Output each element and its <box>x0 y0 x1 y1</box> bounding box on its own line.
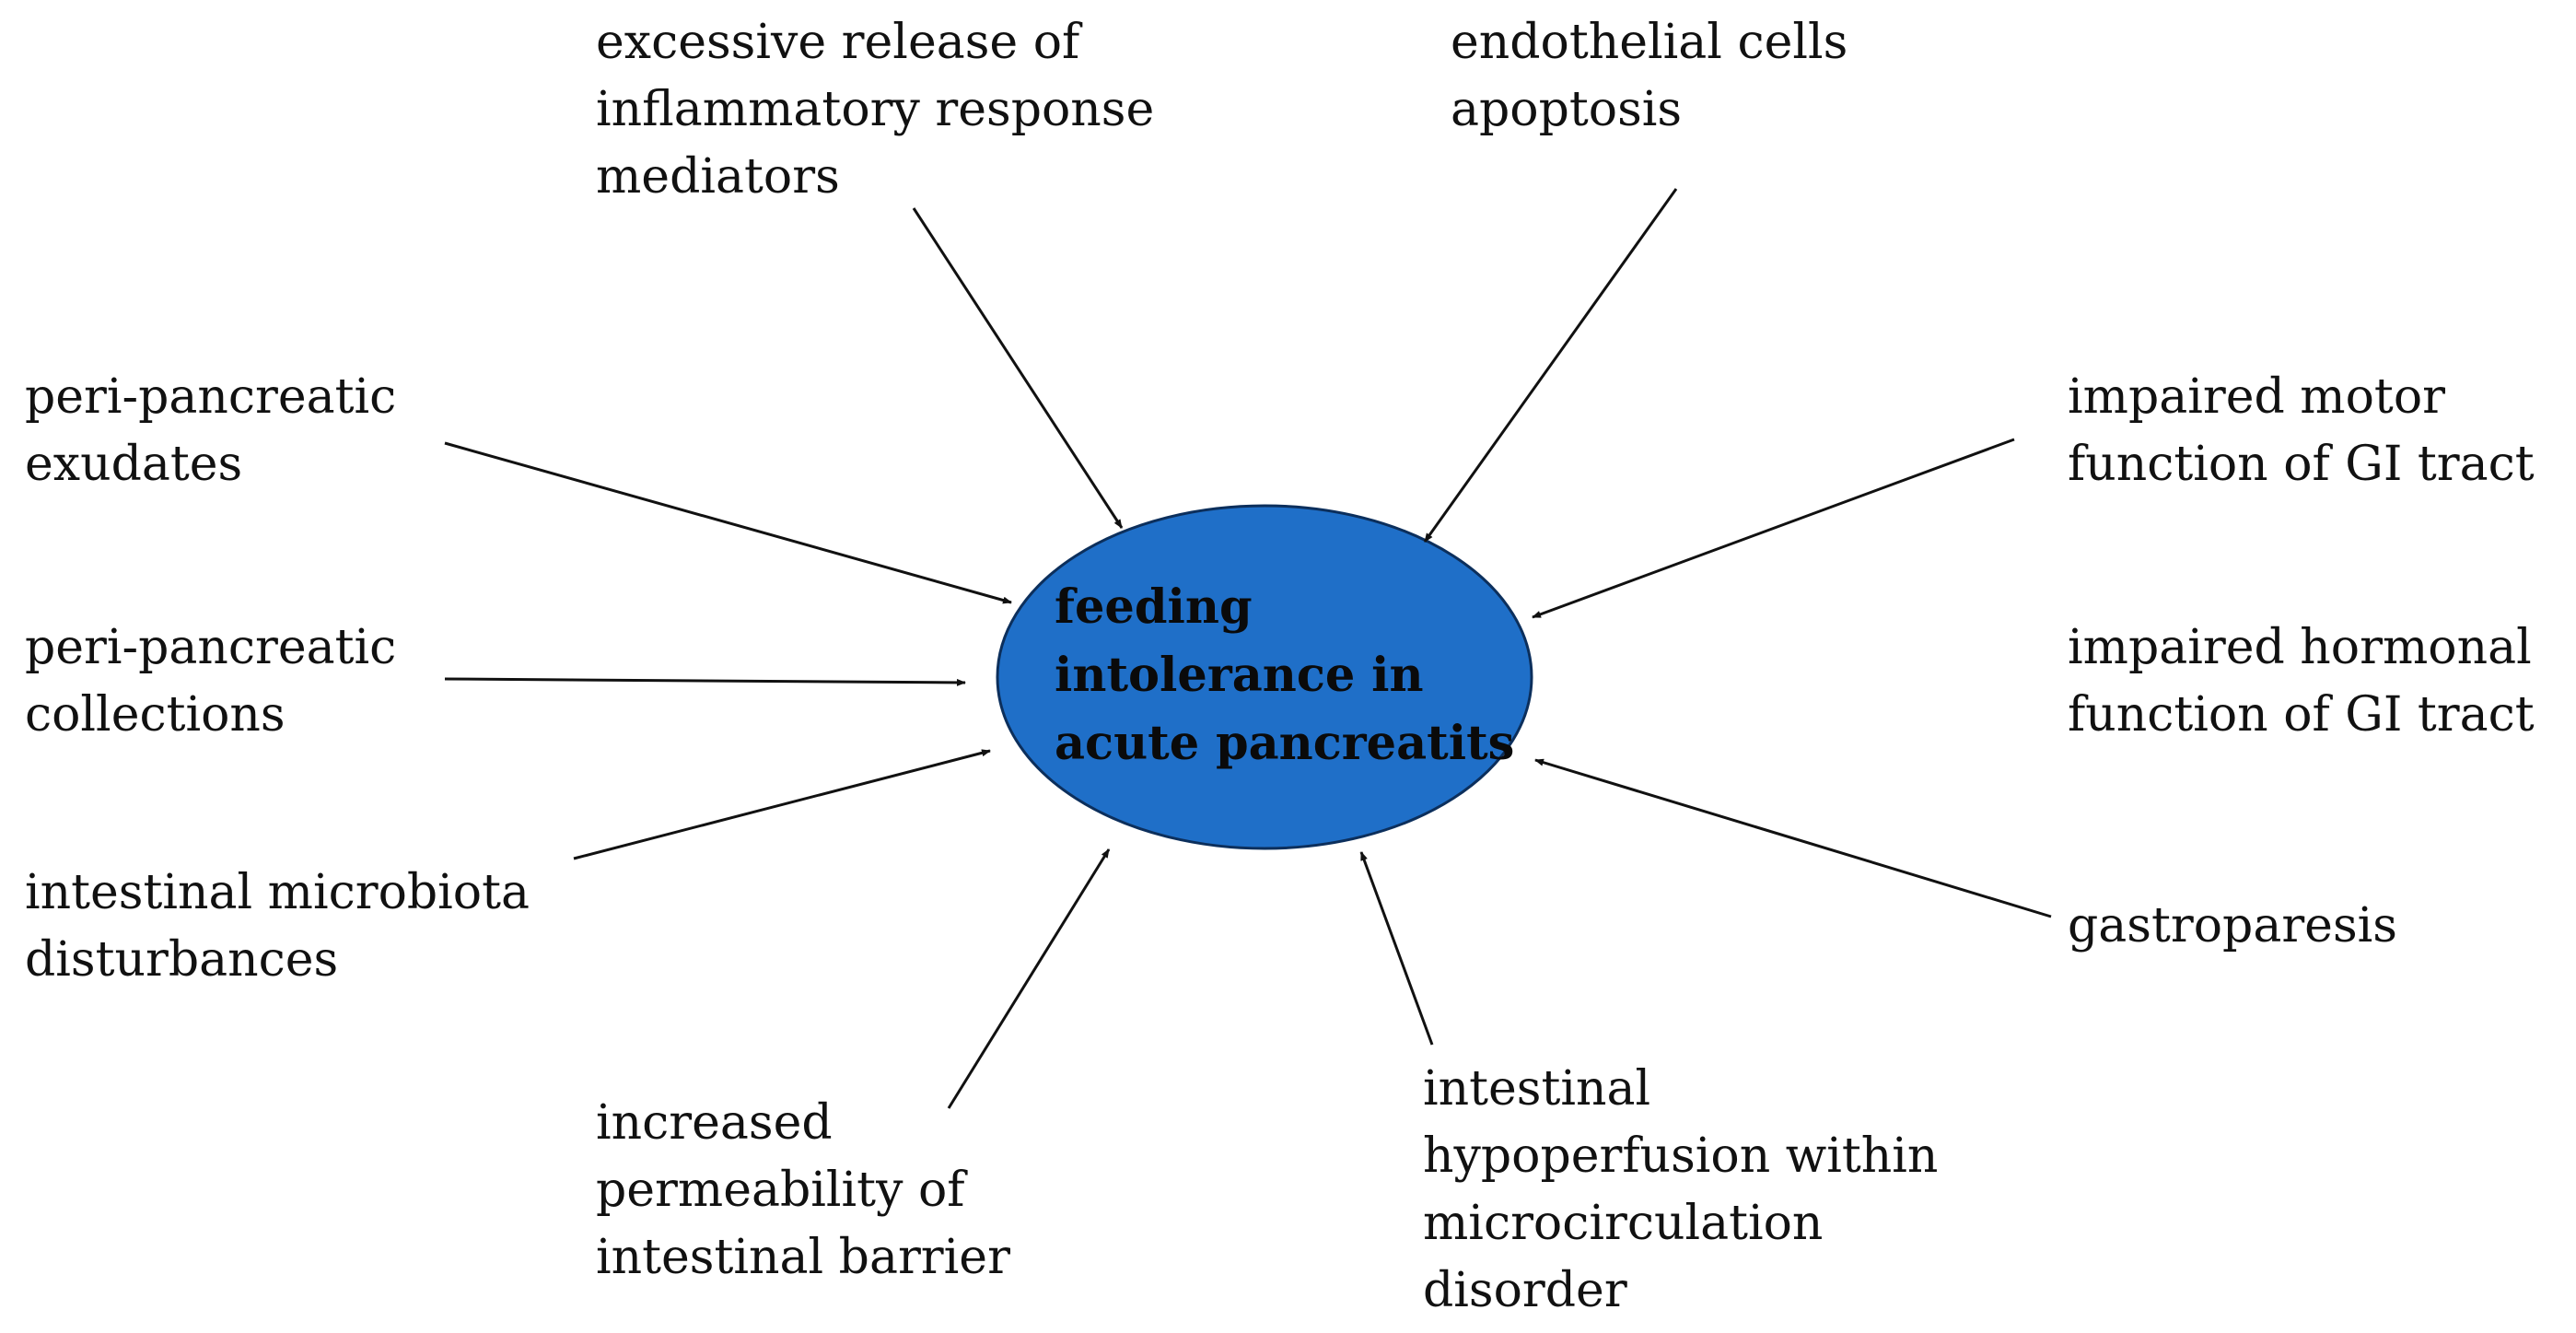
arrow-right-3 <box>1534 758 2052 918</box>
factor-line: apoptosis <box>1451 82 1683 137</box>
factor-line: increased <box>596 1095 833 1151</box>
factor-impaired-motor-function: impaired motor function of GI tract <box>2068 364 2535 498</box>
arrow-left-3 <box>573 749 991 860</box>
factor-line: intestinal microbiota <box>25 865 530 920</box>
factor-gastroparesis: gastroparesis <box>2068 893 2397 960</box>
arrow-left-2 <box>444 677 966 686</box>
arrow-top-left <box>912 207 1124 529</box>
factor-line: collections <box>25 687 286 743</box>
factor-line: permeability of <box>596 1163 965 1218</box>
factor-line: impaired hormonal <box>2068 620 2532 675</box>
factor-line: disturbances <box>25 932 339 988</box>
factor-peri-pancreatic-collections: peri-pancreatic collections <box>25 614 396 749</box>
arrow-right-1 <box>1532 438 2015 619</box>
factor-microbiota-disturbances: intestinal microbiota disturbances <box>25 859 530 994</box>
factor-peri-pancreatic-exudates: peri-pancreatic exudates <box>25 364 396 498</box>
factor-intestinal-hypoperfusion: intestinal hypoperfusion within microcir… <box>1423 1056 1938 1325</box>
center-label-line: intolerance in <box>1055 648 1424 703</box>
factor-line: intestinal <box>1423 1061 1651 1117</box>
factor-line: excessive release of <box>596 15 1080 70</box>
factor-inflammatory-mediators: excessive release of inflammatory respon… <box>596 9 1154 211</box>
center-label: feeding intolerance in acute pancreatits <box>1055 573 1514 778</box>
factor-line: impaired motor <box>2068 369 2445 425</box>
factor-line: disorder <box>1423 1263 1627 1318</box>
factor-line: hypoperfusion within <box>1423 1128 1939 1184</box>
factor-line: exudates <box>25 437 243 492</box>
factor-line: mediators <box>596 149 840 205</box>
factor-line: endothelial cells <box>1451 15 1848 70</box>
arrow-left-1 <box>444 441 1012 604</box>
factor-intestinal-permeability: increased permeability of intestinal bar… <box>596 1090 1010 1292</box>
factor-line: gastroparesis <box>2068 898 2397 953</box>
factor-line: peri-pancreatic <box>25 620 397 675</box>
arrow-top-right <box>1423 188 1678 543</box>
arrow-bottom-right <box>1359 851 1434 1046</box>
factor-line: inflammatory response <box>596 82 1155 137</box>
arrow-bottom-left <box>947 848 1111 1109</box>
factor-line: peri-pancreatic <box>25 369 397 425</box>
center-ellipse <box>996 504 1533 850</box>
center-label-line: acute pancreatits <box>1055 716 1515 771</box>
factor-line: intestinal barrier <box>596 1230 1010 1285</box>
center-label-line: feeding <box>1055 579 1253 635</box>
factor-line: microcirculation <box>1423 1196 1824 1251</box>
factor-line: function of GI tract <box>2068 687 2535 743</box>
factor-impaired-hormonal-function: impaired hormonal function of GI tract <box>2068 614 2535 749</box>
factor-endothelial-apoptosis: endothelial cells apoptosis <box>1451 9 1847 144</box>
factor-line: function of GI tract <box>2068 437 2535 492</box>
